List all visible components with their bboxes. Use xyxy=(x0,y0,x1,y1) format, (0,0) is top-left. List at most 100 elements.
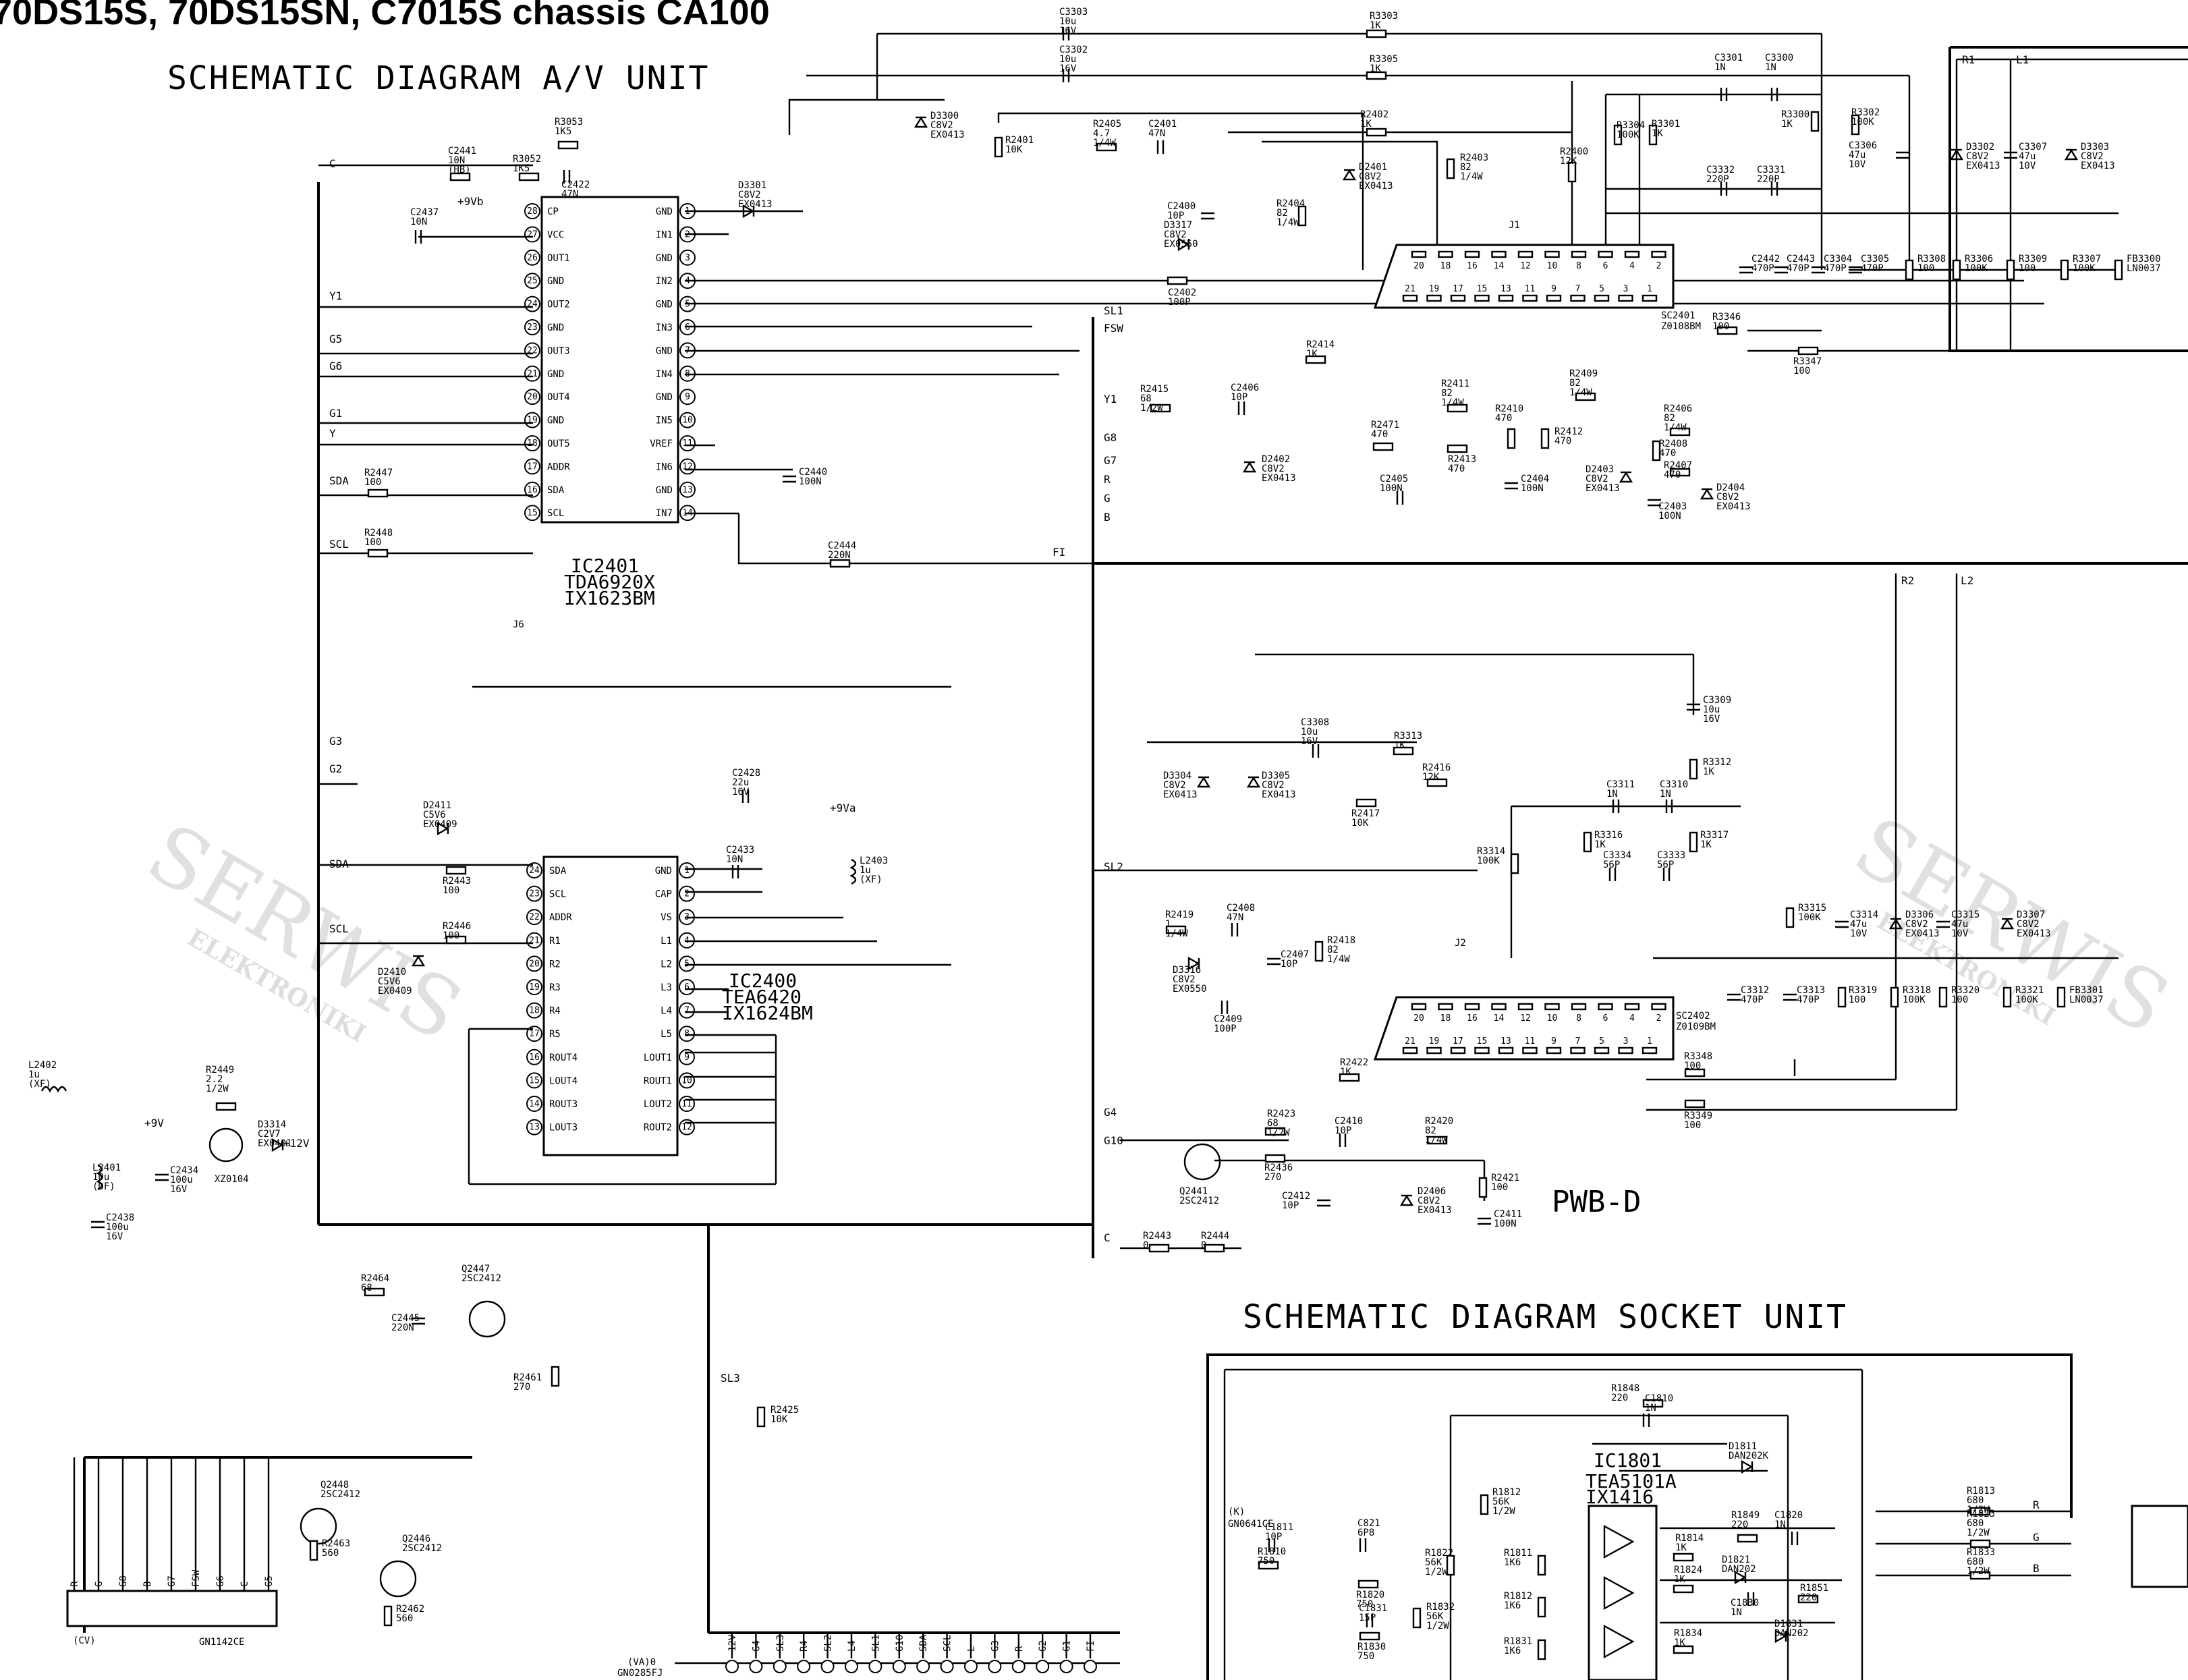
scart-pin-bottom: 17 xyxy=(1450,1036,1466,1055)
component-ref: D3314 xyxy=(258,1119,286,1130)
component-value: 100 xyxy=(2019,263,2036,274)
pin-circle xyxy=(526,885,542,902)
scart-pin-number: 18 xyxy=(1440,1013,1451,1024)
pin-label: ADDR xyxy=(549,912,572,923)
component-ref: R2464 xyxy=(361,1273,389,1284)
net-g7: G7 xyxy=(1104,454,1117,467)
component-value: 56P xyxy=(1657,860,1674,870)
component-value: 2SC2412 xyxy=(320,1489,360,1500)
rgb-g: G xyxy=(2033,1531,2040,1544)
component-ref: C2442 xyxy=(1751,254,1780,264)
bottom-conn-pin: SDA xyxy=(916,1633,930,1673)
component-value: 100P xyxy=(1214,1024,1237,1034)
component-ref: FB3301 xyxy=(2069,985,2104,996)
pin-number: 16 xyxy=(529,1053,540,1063)
pin-label: L4 xyxy=(661,1006,672,1017)
pin-circle xyxy=(679,1026,695,1042)
component-value: 47u xyxy=(1951,919,1968,930)
pin-circle xyxy=(526,862,542,878)
scart-pin-top: 18 xyxy=(1438,1003,1453,1024)
component-value: 100 xyxy=(1491,1182,1508,1193)
scart-pin-bottom: 5 xyxy=(1594,284,1610,302)
ic1801-code: IX1416 xyxy=(1586,1486,1654,1508)
gn1142-name: GN1142CE xyxy=(199,1637,244,1648)
component-ref: R2423 xyxy=(1267,1109,1295,1119)
scart-pin-bottom: 11 xyxy=(1522,1036,1538,1055)
component-extra: EX0413 xyxy=(1359,181,1393,192)
scart-pin-top: 12 xyxy=(1517,1003,1534,1024)
net-l1: L1 xyxy=(2016,53,2029,66)
gn1142-pin: G5 xyxy=(264,1457,275,1591)
pin-number: 10 xyxy=(681,1075,692,1086)
net-g: G xyxy=(1104,492,1111,505)
ic-pin: 8L5 xyxy=(661,1026,695,1042)
component-value: 680 xyxy=(1967,1495,1984,1506)
component-ref: R2410 xyxy=(1495,403,1523,414)
component-value: 0 xyxy=(1201,1240,1206,1251)
pin-label: GND xyxy=(547,369,564,380)
component-ref: Q2447 xyxy=(461,1264,490,1275)
net-y1: Y1 xyxy=(329,289,342,302)
scart-pin-number: 16 xyxy=(1467,261,1478,271)
pwb-label: PWB-D xyxy=(1552,1185,1641,1219)
pin-circle xyxy=(679,979,695,995)
component-value: 56K xyxy=(1492,1496,1510,1507)
scart-pin-bottom: 13 xyxy=(1498,284,1514,302)
net-fi: FI xyxy=(1053,546,1065,559)
pin-label: ADDR xyxy=(547,461,570,472)
gn1142-pin: G7 xyxy=(167,1457,177,1591)
pin-circle xyxy=(524,203,540,219)
pin-circle xyxy=(524,481,540,498)
component-value: LN0037 xyxy=(2069,995,2104,1005)
component-value: 1K xyxy=(1370,20,1381,31)
scart-pin-top: 2 xyxy=(1651,250,1666,271)
scart-pin-bottom: 19 xyxy=(1426,284,1442,302)
component-extra: 16V xyxy=(1059,63,1077,74)
gn1142-pin-label: G6 xyxy=(215,1575,226,1587)
bottom-conn-pin: L4 xyxy=(845,1633,858,1673)
component-value: 1N xyxy=(1714,62,1726,73)
bottom-conn-label: SDA xyxy=(918,1634,929,1652)
component-extra: 16V xyxy=(170,1184,188,1195)
gn1142-pin-label: G5 xyxy=(264,1575,275,1587)
scart-pin-number: 19 xyxy=(1429,284,1440,294)
component-ref: R3308 xyxy=(1917,254,1946,264)
gn1142-pin-label: G xyxy=(94,1581,105,1587)
component-extra: 10V xyxy=(2019,161,2036,171)
component-ref: R1823 xyxy=(1967,1509,1995,1519)
scart-pin-bottom: 7 xyxy=(1570,1036,1586,1055)
components-layer: C330310u16VR33031KC330210u16VR33051KD330… xyxy=(28,7,2161,1662)
gn0285-label: GN0285FJ xyxy=(617,1668,663,1679)
scart-pin-number: 20 xyxy=(1413,261,1424,271)
component-extra: 1/2W xyxy=(1492,1506,1515,1517)
pin-label: R2 xyxy=(549,959,561,970)
component-value: C8V2 xyxy=(930,120,953,131)
scart-pin-bottom: 5 xyxy=(1594,1036,1610,1055)
pin-number: 19 xyxy=(527,416,538,426)
component-ref: C3331 xyxy=(1757,165,1785,175)
pin-circle xyxy=(526,955,542,972)
component-ref: R2420 xyxy=(1425,1116,1453,1127)
scart-pin-number: 6 xyxy=(1603,261,1608,271)
